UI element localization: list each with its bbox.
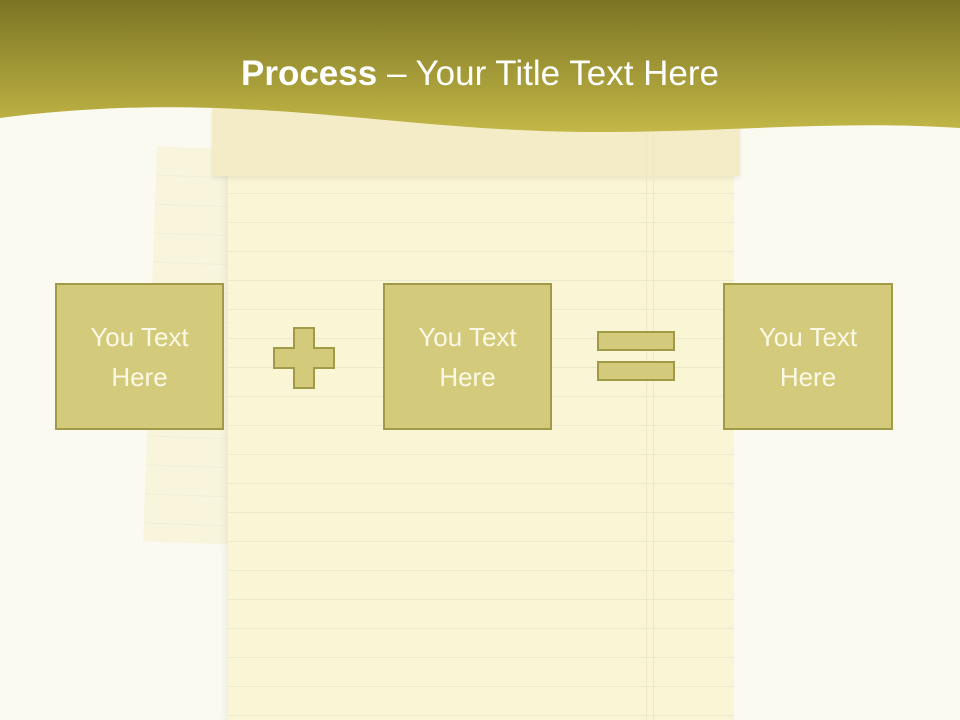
process-box-1[interactable]: You Text Here [55, 283, 224, 430]
title-banner [0, 0, 960, 132]
process-box-1-text: You Text Here [90, 321, 189, 392]
page-title: Process – Your Title Text Here [0, 54, 960, 94]
process-box-2[interactable]: You Text Here [383, 283, 552, 430]
process-box-3[interactable]: You Text Here [723, 283, 893, 430]
notepad-margin-line [646, 108, 654, 720]
title-rest: – Your Title Text Here [377, 54, 719, 93]
process-box-3-text: You Text Here [758, 321, 858, 392]
process-box-2-text: You Text Here [418, 321, 517, 392]
notepad-page [228, 165, 734, 720]
equals-bar-top [597, 331, 675, 351]
title-bold: Process [241, 54, 378, 93]
plus-icon [273, 327, 335, 389]
equals-bar-bottom [597, 361, 675, 381]
